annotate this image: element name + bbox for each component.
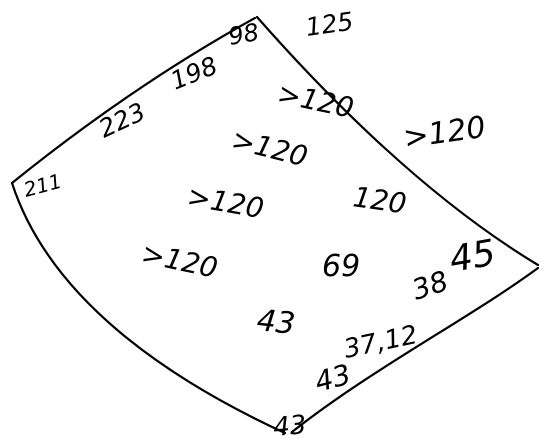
- quad-edge-bottom-right: [290, 266, 540, 434]
- label-198: 198: [166, 51, 221, 96]
- label-98: 98: [226, 18, 261, 51]
- label-211: 211: [21, 169, 64, 202]
- quad-edge-bottom-left: [10, 181, 287, 435]
- quad-edge-top-left: [10, 16, 257, 185]
- quad-edge-top-right: [255, 15, 540, 267]
- label-interior-gt120-1: >120: [275, 77, 357, 125]
- label-interior-69: 69: [322, 249, 360, 284]
- label-interior-gt120-2: >120: [228, 123, 311, 174]
- label-43-bottom-corner: 43: [272, 410, 308, 443]
- label-interior-gt120-3: >120: [185, 179, 266, 225]
- label-125: 125: [304, 7, 355, 42]
- label-interior-38: 38: [408, 264, 452, 306]
- label-37-12: 37,12: [341, 320, 420, 365]
- label-interior-120: 120: [351, 180, 409, 220]
- label-interior-43: 43: [255, 303, 297, 342]
- label-45: 45: [446, 233, 498, 281]
- label-223: 223: [94, 97, 150, 143]
- label-interior-gt120-4: >120: [139, 237, 221, 285]
- label-right-gt120: >120: [401, 110, 487, 156]
